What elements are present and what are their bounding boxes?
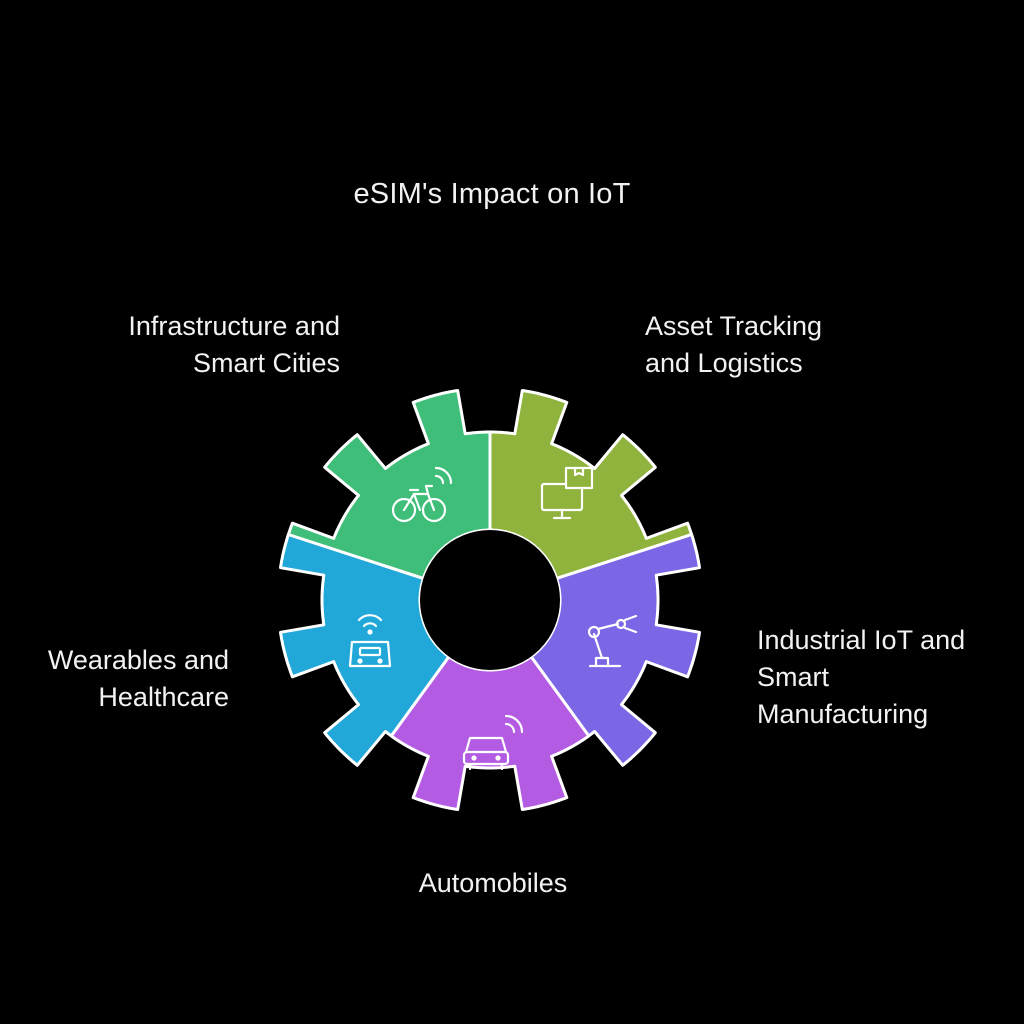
label-line: Wearables and [47,645,229,675]
label-industrial-iot: Industrial IoT and Smart Manufacturing [757,622,965,733]
label-wearables: Wearables and Healthcare [48,642,229,716]
label-line: Industrial IoT and [757,625,966,655]
label-line: and Logistics [645,348,803,378]
label-line: Smart [757,662,830,692]
monitor-package-icon [540,466,594,520]
diagram-title: eSIM's Impact on IoT [353,178,631,210]
wireless-scale-icon [348,614,392,668]
connected-bicycle-icon [391,466,453,523]
label-line: Infrastructure and [128,311,340,341]
label-infrastructure: Infrastructure and Smart Cities [128,308,340,382]
gear-hub [420,530,560,670]
label-automobiles: Automobiles [0,865,986,902]
label-line: Automobiles [418,868,568,898]
label-line: Healthcare [98,682,229,712]
connected-car-icon [462,714,524,771]
label-line: Asset Tracking [645,311,823,341]
label-line: Smart Cities [192,348,340,378]
label-line: Manufacturing [757,699,929,729]
label-asset-tracking: Asset Tracking and Logistics [645,308,822,382]
robotic-arm-icon [587,614,638,668]
